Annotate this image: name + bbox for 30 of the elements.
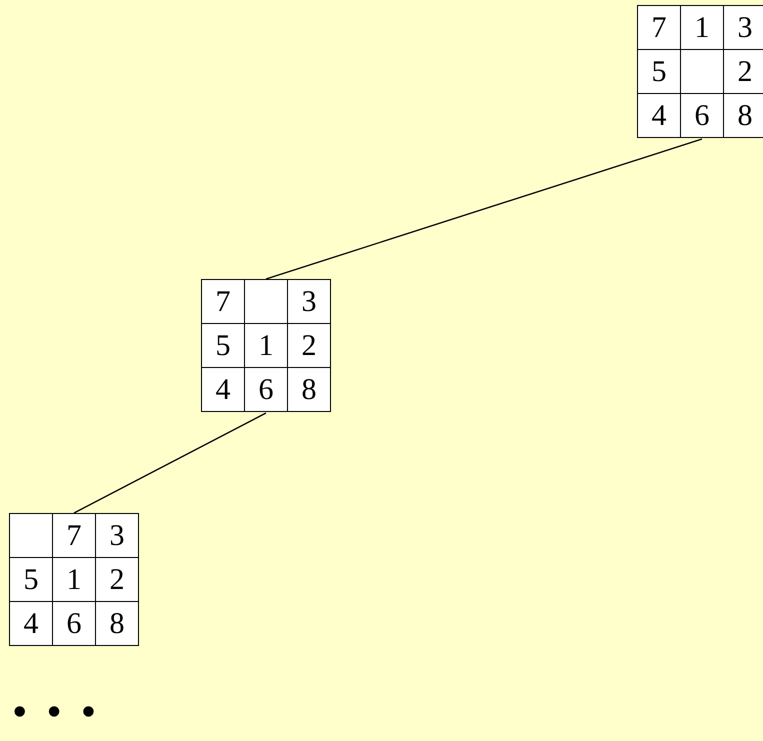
puzzle-tile: 5 — [638, 50, 680, 93]
puzzle-tile: 4 — [10, 602, 52, 645]
puzzle-board — [201, 279, 331, 412]
puzzle-tile: 3 — [288, 280, 330, 323]
puzzle-tile: 3 — [724, 6, 763, 49]
puzzle-tile: 1 — [245, 324, 287, 367]
puzzle-tile: 4 — [202, 368, 244, 411]
puzzle-tile: 8 — [288, 368, 330, 411]
puzzle-tile: 6 — [53, 602, 95, 645]
puzzle-board — [9, 513, 139, 646]
puzzle-tile: 7 — [638, 6, 680, 49]
puzzle-tile: 4 — [638, 94, 680, 137]
puzzle-tile: 2 — [288, 324, 330, 367]
puzzle-tile: 8 — [724, 94, 763, 137]
puzzle-tile: 1 — [681, 6, 723, 49]
puzzle-tile: 2 — [96, 558, 138, 601]
puzzle-tile: 6 — [681, 94, 723, 137]
connector-line — [74, 412, 266, 514]
puzzle-tile: 8 — [96, 602, 138, 645]
connector-line — [266, 138, 702, 280]
puzzle-tile: 7 — [202, 280, 244, 323]
puzzle-tile: 3 — [96, 514, 138, 557]
puzzle-tile: 5 — [202, 324, 244, 367]
puzzle-board — [637, 5, 763, 138]
puzzle-tile: 6 — [245, 368, 287, 411]
puzzle-tile: 7 — [53, 514, 95, 557]
puzzle-tile: 5 — [10, 558, 52, 601]
puzzle-tile: 2 — [724, 50, 763, 93]
puzzle-tile: 1 — [53, 558, 95, 601]
ellipsis: • • • — [12, 690, 100, 734]
